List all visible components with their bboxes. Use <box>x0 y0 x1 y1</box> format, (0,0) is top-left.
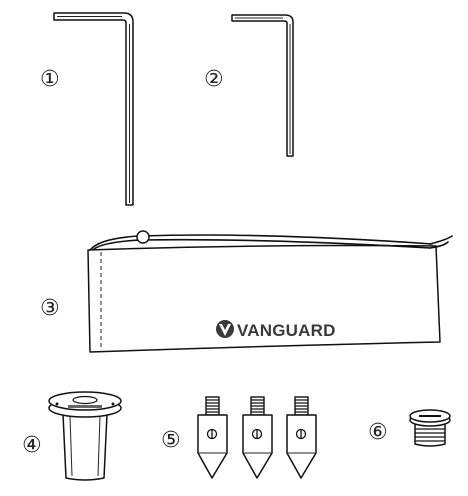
drawstring-bag: VANGUARD <box>87 230 453 353</box>
vanguard-logo-icon <box>216 320 234 338</box>
label-5: ⑤ <box>161 428 181 453</box>
screw-adapter <box>409 409 451 447</box>
spike-1 <box>197 396 228 479</box>
hex-key-large <box>53 12 134 206</box>
spikes <box>197 396 317 479</box>
label-3: ③ <box>40 296 60 321</box>
spike-3 <box>286 396 317 479</box>
adapter-bushing <box>48 391 122 481</box>
label-6: ⑥ <box>368 420 388 445</box>
bag-brand-text: VANGUARD <box>237 321 336 340</box>
spike-2 <box>242 396 273 479</box>
hex-key-small <box>231 14 294 157</box>
label-2: ② <box>204 67 224 92</box>
label-4: ④ <box>22 433 42 458</box>
label-1: ① <box>40 67 60 92</box>
